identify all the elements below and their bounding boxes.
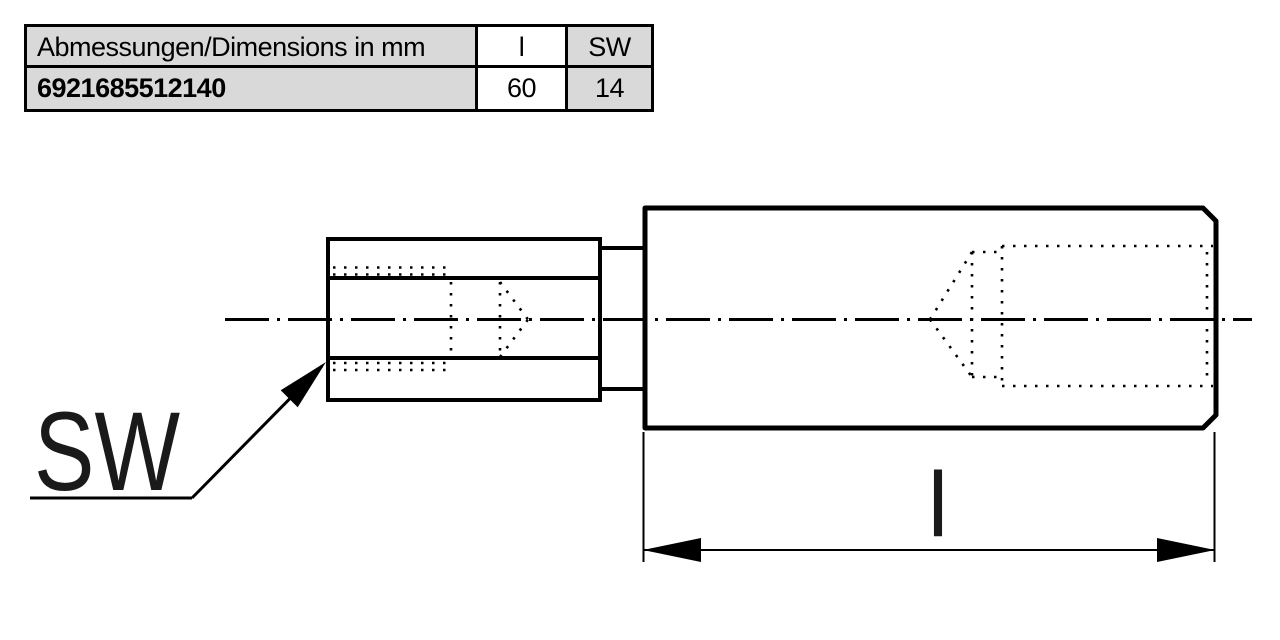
threaded-stud [600, 246, 646, 391]
table-header-sw: SW [568, 27, 651, 68]
table-cell-part-number: 6921685512140 [27, 68, 478, 109]
nut-drill-cone-lower [498, 318, 530, 358]
table-header-dimensions: Abmessungen/Dimensions in mm [27, 27, 478, 68]
sw-callout: SW [30, 362, 326, 514]
sw-label: SW [34, 389, 180, 514]
body-drill-cone-lower [928, 318, 974, 378]
dimension-arrow-right-icon [1157, 538, 1215, 562]
length-label: l [928, 454, 948, 556]
table-cell-sw-value: 14 [568, 68, 651, 109]
hex-nut-hidden-thread [333, 266, 530, 372]
body-hidden-thread [928, 244, 1213, 388]
length-dimension: l [642, 432, 1216, 562]
sw-leader-arrowhead-icon [280, 362, 326, 408]
dimension-arrow-left-icon [643, 538, 701, 562]
dimensions-table: Abmessungen/Dimensions in mm l SW 692168… [24, 24, 654, 112]
body-drill-cone-upper [928, 251, 974, 321]
nut-drill-cone-upper [498, 281, 530, 321]
table-cell-l-value: 60 [478, 68, 568, 109]
table-header-l: l [478, 27, 568, 68]
